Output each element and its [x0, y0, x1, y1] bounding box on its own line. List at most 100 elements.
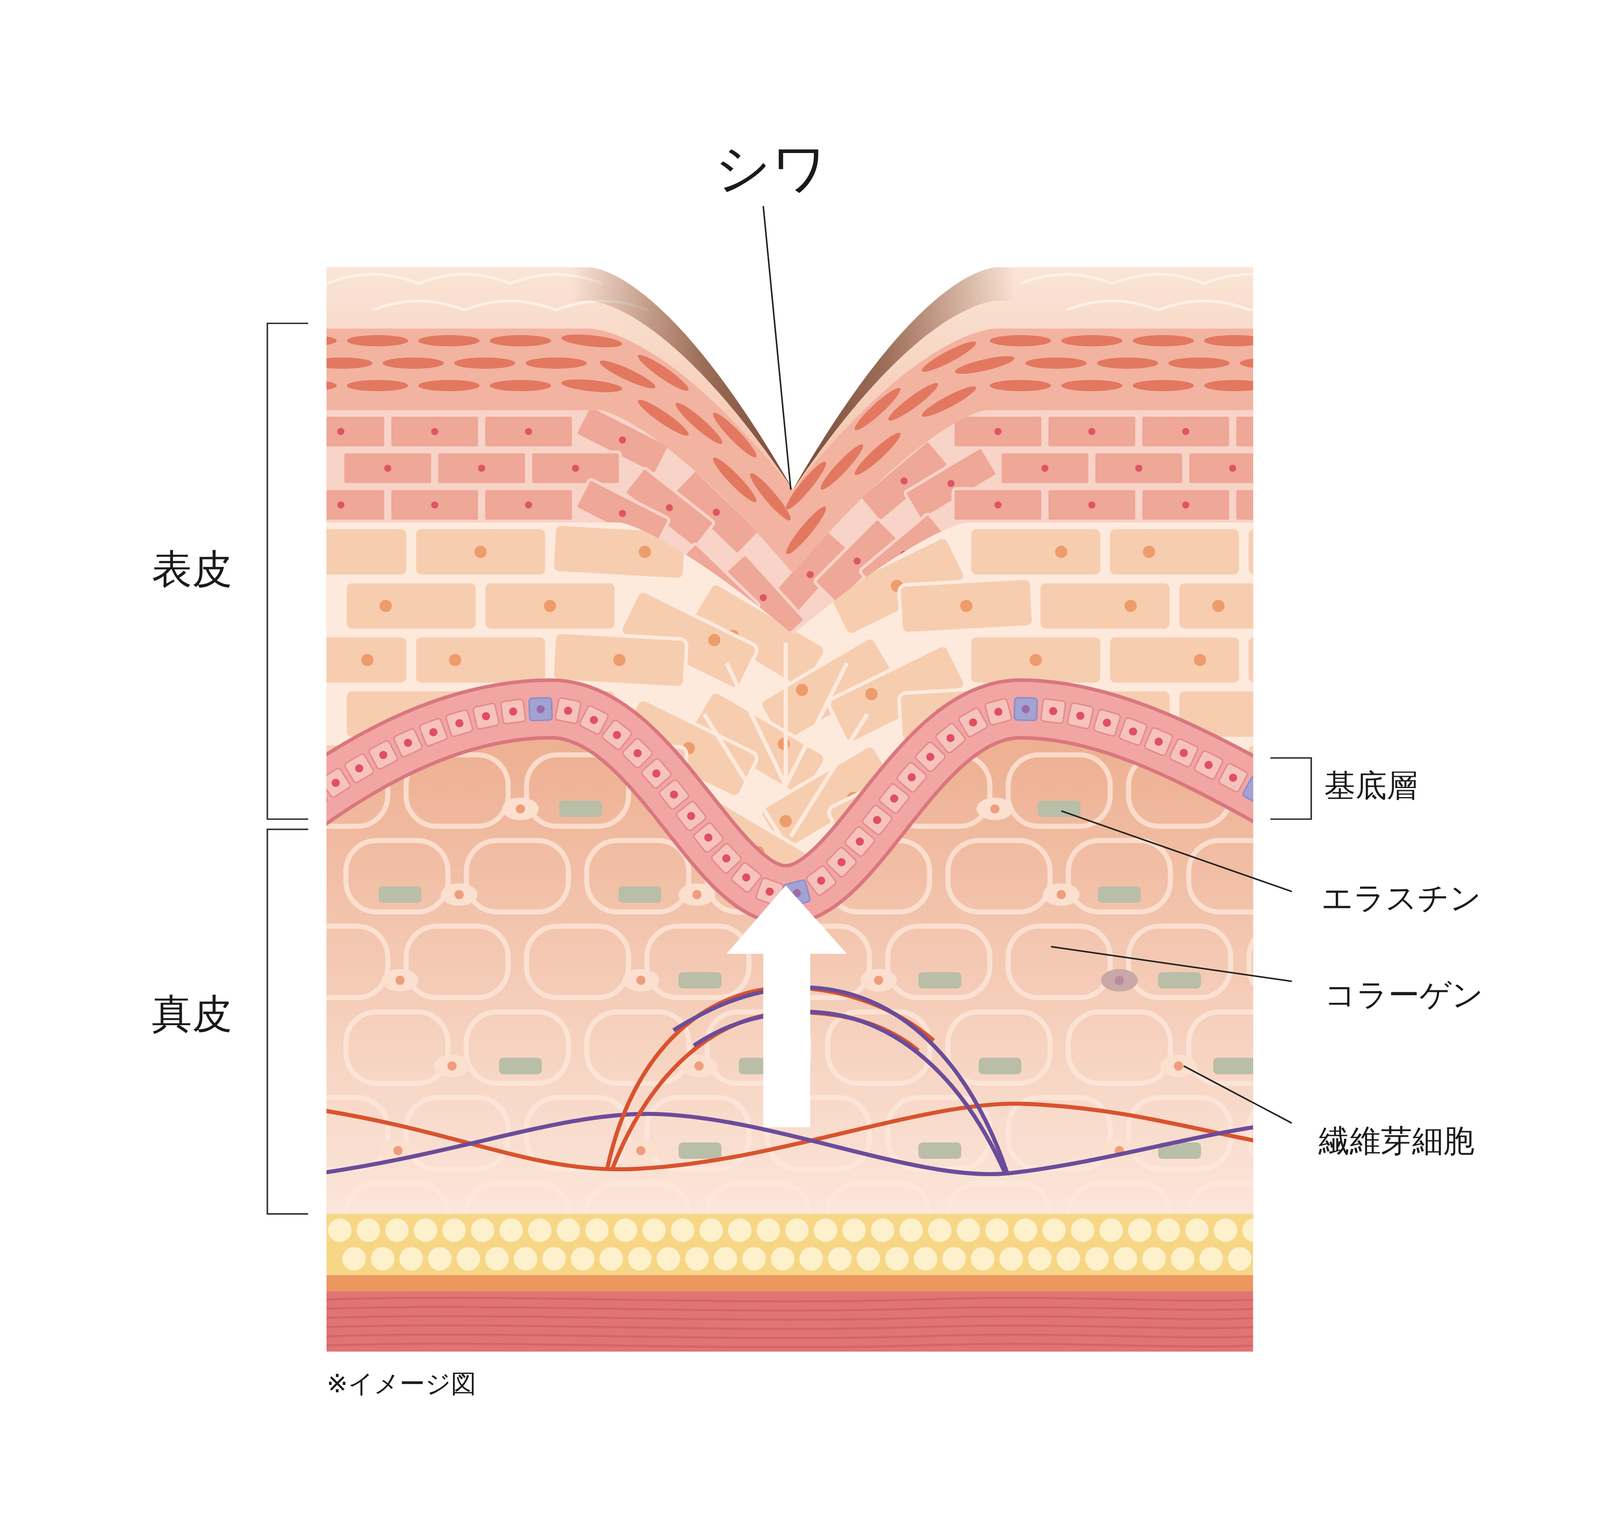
fat-cell	[613, 1218, 638, 1242]
prickle-cell	[1177, 581, 1253, 631]
fibroblast	[678, 883, 716, 906]
spinous-cell	[1234, 488, 1254, 522]
spinous-cell	[326, 415, 386, 448]
fat-cell	[870, 1218, 895, 1242]
granular-cell	[635, 350, 692, 395]
spinous-layer	[326, 404, 1253, 1224]
spinous-cell	[436, 452, 527, 485]
cell-nucleus	[994, 707, 1003, 716]
fat-cell	[956, 1218, 981, 1242]
elastin-fiber	[1097, 886, 1141, 903]
spinous-cell	[389, 415, 480, 448]
fat-cell	[1185, 1218, 1209, 1242]
spinous-cell	[1093, 452, 1184, 485]
muscle-fiber	[326, 1298, 1253, 1302]
cell-nucleus	[1154, 737, 1163, 746]
granular-cell	[1204, 335, 1253, 347]
granular-cell	[382, 357, 444, 369]
fat-cell	[642, 1218, 666, 1242]
granular-cell	[418, 335, 480, 347]
fat-cell	[742, 1247, 766, 1271]
corneum-scale	[1066, 301, 1159, 311]
fat-cell	[971, 1247, 995, 1271]
basal-cell	[1014, 697, 1038, 721]
collagen-fiber	[586, 1012, 689, 1084]
cell-nucleus	[337, 427, 345, 435]
fat-cell	[556, 1218, 581, 1242]
corneum-scale	[1020, 274, 1113, 284]
granular-cell	[885, 379, 942, 425]
collagen-fiber	[326, 926, 388, 998]
cell-nucleus	[926, 752, 935, 762]
brackets	[267, 323, 1312, 1214]
basal-cell	[843, 825, 876, 858]
fat-cell	[728, 1218, 752, 1242]
granular-cell	[326, 379, 337, 391]
leader-lines	[763, 205, 1292, 1123]
cell-nucleus	[633, 749, 642, 758]
fat-cell	[756, 1218, 780, 1242]
prickle-cell	[1038, 581, 1172, 631]
fat-cell	[628, 1247, 652, 1271]
collagen-fiber	[887, 926, 990, 998]
cell-nucleus	[361, 653, 374, 667]
caption-note: ※イメージ図	[326, 1369, 477, 1398]
spinous-cell	[326, 488, 386, 522]
cell-nucleus	[564, 706, 573, 715]
basal-cell	[528, 697, 553, 721]
cell-nucleus	[1229, 464, 1237, 472]
fibroblast-nucleus	[447, 1061, 457, 1071]
collagen-fiber	[406, 1097, 509, 1170]
fat-cell	[827, 1247, 852, 1271]
cell-nucleus	[384, 464, 391, 472]
cell-nucleus	[589, 715, 599, 725]
cell-nucleus	[431, 427, 439, 435]
collagen-fiber	[1188, 840, 1254, 912]
collagen-fiber	[1068, 1012, 1171, 1084]
granular-cell	[989, 335, 1052, 347]
collagen-fiber	[1128, 926, 1231, 998]
fibroblast-nucleus	[1056, 890, 1066, 900]
basal-cell	[934, 722, 967, 755]
fat-cell	[571, 1247, 595, 1271]
spinous-cell	[1187, 452, 1253, 485]
dermis-bracket	[267, 829, 309, 1214]
part-label: 表皮	[151, 547, 233, 592]
collagen-fiber	[345, 840, 448, 912]
wrinkle-leader	[763, 205, 791, 490]
fat-cell	[342, 1247, 366, 1271]
collagen-fiber	[526, 926, 629, 998]
elastin-fiber	[1213, 1058, 1253, 1075]
cell-nucleus	[722, 854, 731, 863]
fat-cell	[913, 1247, 938, 1271]
cell-nucleus	[665, 504, 673, 512]
cell-nucleus	[960, 599, 973, 613]
collagen-fiber	[586, 840, 689, 912]
fat-cell	[1113, 1247, 1138, 1271]
fat-cell	[485, 1247, 509, 1271]
fat-cell	[856, 1247, 880, 1271]
spinous-cell	[1046, 488, 1137, 522]
fat-cell	[1170, 1247, 1195, 1271]
prickle-cell	[326, 635, 409, 685]
basal-edge	[326, 708, 1253, 895]
fibroblast	[1160, 1054, 1198, 1078]
spinous-cell	[953, 415, 1043, 448]
cell-nucleus	[837, 858, 846, 867]
fat-cell	[1042, 1218, 1066, 1242]
fat-cell	[1142, 1247, 1166, 1271]
fat-cell	[1013, 1218, 1038, 1242]
cell-nucleus	[1204, 761, 1213, 770]
basal-cell	[675, 800, 707, 832]
fat-cell	[799, 1247, 823, 1271]
granular-cell	[1239, 357, 1253, 369]
callout-label: シワ	[714, 137, 828, 199]
cell-nucleus	[1055, 545, 1068, 558]
cell-nucleus	[1076, 711, 1085, 720]
cell-nucleus	[1088, 501, 1096, 509]
corneum-scale	[1204, 274, 1253, 284]
cell-nucleus	[890, 794, 899, 803]
collagen-fiber	[948, 1012, 1051, 1084]
dermal-fiber	[673, 987, 1008, 1174]
cell-nucleus	[613, 653, 626, 667]
